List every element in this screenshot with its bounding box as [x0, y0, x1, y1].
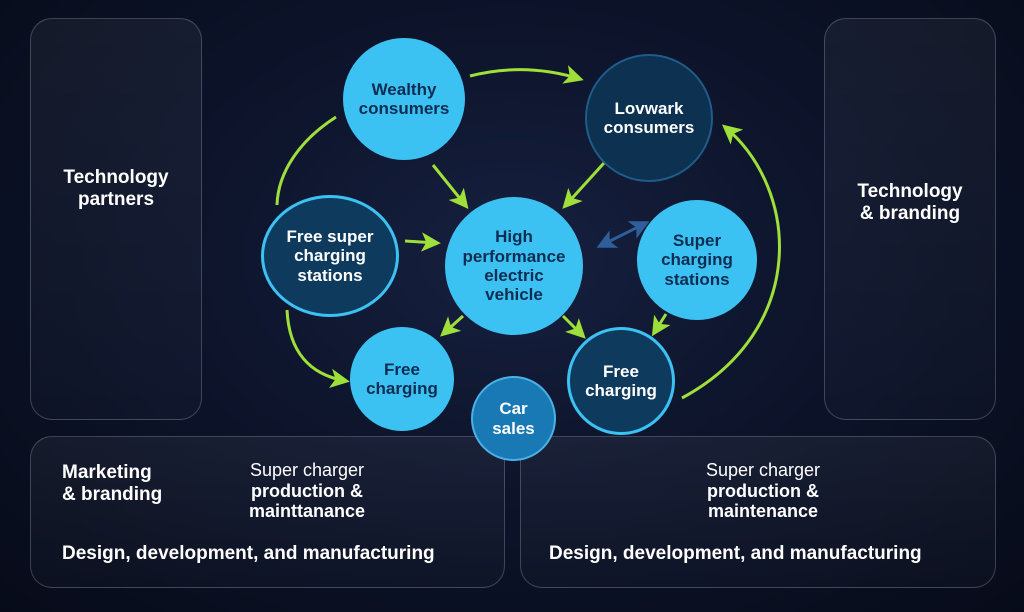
node-wealthy-consumers: Wealthy consumers — [343, 38, 465, 160]
node-free-charging-left: Free charging — [350, 327, 454, 431]
arrow-super-charging-to-free-charging-right — [651, 313, 671, 337]
arrow-lovwark-to-hpev — [562, 161, 606, 209]
node-label: Super — [672, 230, 722, 250]
super-charger-line: production & — [251, 480, 363, 501]
node-label: consumers — [603, 118, 695, 137]
node-label: High — [495, 227, 533, 247]
bottom-right-panel — [520, 436, 996, 588]
node-car-sales: Car sales — [471, 376, 556, 461]
design-development-manufacturing-label-right: Design, development, and manufacturing — [549, 543, 922, 564]
super-charger-line: mainttanance — [248, 501, 366, 522]
node-label: stations — [664, 269, 730, 289]
arrow-hpev-to-free-charging-right — [561, 314, 586, 339]
node-label: Wealthy — [371, 79, 437, 99]
arrow-free-super-to-free-charging-left — [285, 309, 350, 389]
node-label: Car — [499, 399, 528, 419]
node-high-performance-electric-vehicle: High performance electric vehicle — [445, 197, 583, 335]
node-label: charging — [294, 246, 366, 266]
arrow-hpev-to-free-charging-left — [440, 314, 465, 337]
node-free-charging-right: Free charging — [567, 327, 675, 435]
marketing-branding-label: Marketing & branding — [62, 462, 162, 506]
node-label: sales — [492, 418, 535, 438]
node-label: charging — [585, 381, 657, 400]
arrow-free-super-to-hpev — [404, 232, 441, 252]
node-free-super-charging-stations: Free super charging stations — [261, 195, 399, 317]
node-lovwark-consumers: Lovwark consumers — [585, 54, 713, 182]
technology-branding-label: Technology & branding — [848, 181, 972, 225]
technology-partners-line: partners — [77, 188, 155, 210]
technology-partners-line: Technology — [63, 167, 169, 188]
node-label: Free — [384, 359, 420, 379]
technology-branding-line: & branding — [859, 202, 961, 224]
super-charger-line: production & — [707, 480, 819, 501]
super-charger-line: maintenance — [707, 501, 819, 522]
technology-partners-panel — [30, 18, 202, 420]
arrow-wealthy-to-lovwark — [469, 65, 584, 84]
node-super-charging-stations: Super charging stations — [637, 200, 757, 320]
technology-partners-label: Technology partners — [56, 167, 176, 211]
marketing-branding-line: & branding — [62, 483, 163, 505]
node-label: stations — [297, 265, 363, 285]
node-label: charging — [366, 379, 438, 398]
node-label: performance — [462, 246, 566, 266]
arrow-wealthy-to-free-super — [275, 115, 337, 206]
node-label: Free super — [286, 226, 374, 246]
node-label: Lovwark — [614, 98, 684, 118]
node-label: consumers — [358, 99, 450, 118]
technology-branding-line: Technology — [857, 181, 963, 202]
marketing-branding-line: Marketing — [62, 462, 152, 483]
technology-branding-panel — [824, 18, 996, 420]
node-label: Free — [603, 361, 639, 381]
arrow-wealthy-to-hpev — [431, 164, 469, 210]
super-charger-line: Super charger — [249, 460, 365, 480]
arrow-super-charging-to-hpev — [596, 221, 650, 248]
arrow-free-charging-right-to-lovwark — [681, 124, 781, 400]
super-charger-production-label-left: Super charger production & mainttanance — [234, 460, 380, 522]
node-label: vehicle — [485, 285, 543, 305]
bottom-left-panel — [30, 436, 505, 588]
node-label: charging — [661, 250, 733, 270]
super-charger-line: Super charger — [705, 460, 821, 480]
super-charger-production-label-right: Super charger production & maintenance — [688, 460, 838, 522]
node-label: electric — [484, 266, 544, 285]
design-development-manufacturing-label-left: Design, development, and manufacturing — [62, 543, 435, 564]
